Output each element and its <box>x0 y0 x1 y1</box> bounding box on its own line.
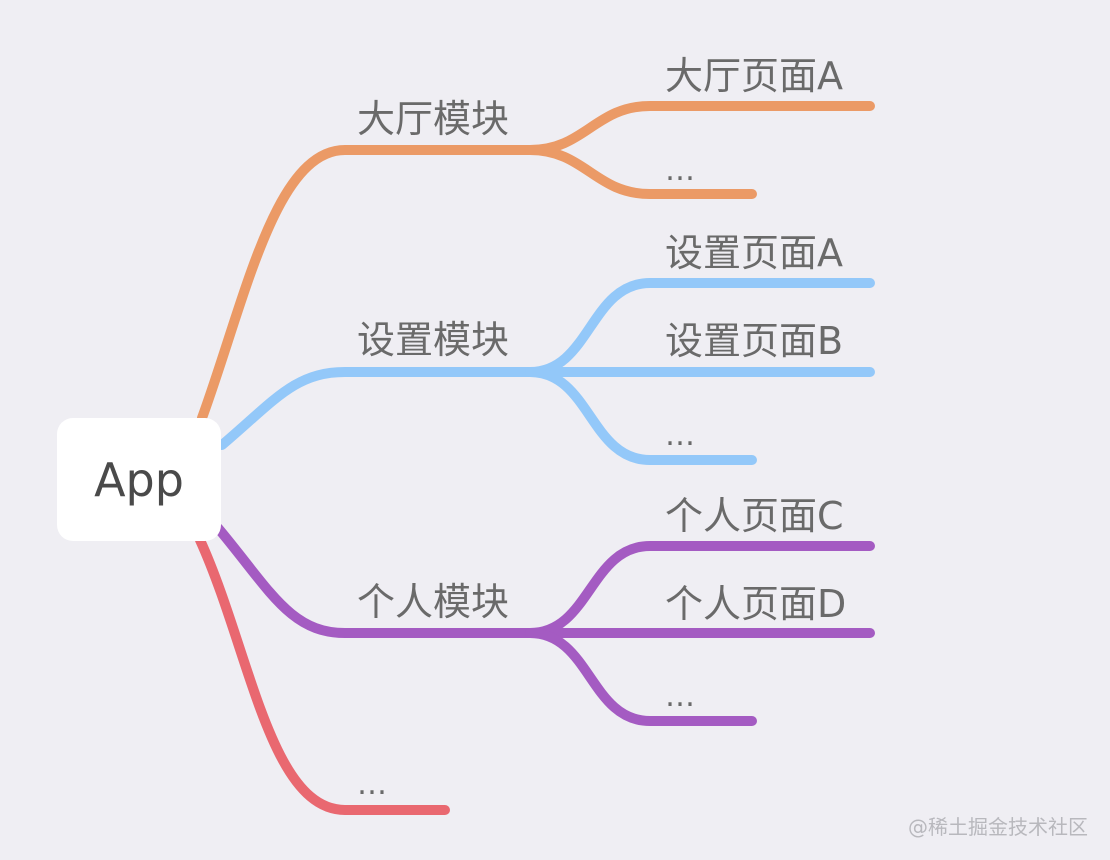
watermark: @稀土掘金技术社区 <box>908 815 1088 839</box>
page-label-personal-d[interactable]: 个人页面D <box>665 582 847 626</box>
edge-hall-page-a <box>525 101 875 155</box>
page-label-personal-c[interactable]: 个人页面C <box>665 494 844 538</box>
module-label-personal[interactable]: 个人模块 <box>357 580 510 624</box>
edge-personal-more <box>525 628 757 726</box>
page-label-hall-more[interactable]: … <box>665 153 697 188</box>
page-label-settings-more[interactable]: … <box>665 418 697 453</box>
page-label-settings-b[interactable]: 设置页面B <box>665 319 844 363</box>
edge-hall-more <box>525 145 757 199</box>
page-label-settings-a[interactable]: 设置页面A <box>665 231 843 275</box>
edge-root-more <box>195 535 450 815</box>
edge-root-hall <box>197 145 535 423</box>
module-label-more[interactable]: … <box>357 767 389 802</box>
module-label-settings[interactable]: 设置模块 <box>357 318 510 362</box>
root-node-app[interactable]: App <box>57 418 221 541</box>
page-label-hall-a[interactable]: 大厅页面A <box>665 54 843 98</box>
edge-settings-more <box>525 367 757 465</box>
module-label-hall[interactable]: 大厅模块 <box>357 97 510 141</box>
page-label-personal-more[interactable]: … <box>665 679 697 714</box>
edge-root-settings <box>217 367 535 450</box>
edge-root-personal <box>213 523 535 638</box>
